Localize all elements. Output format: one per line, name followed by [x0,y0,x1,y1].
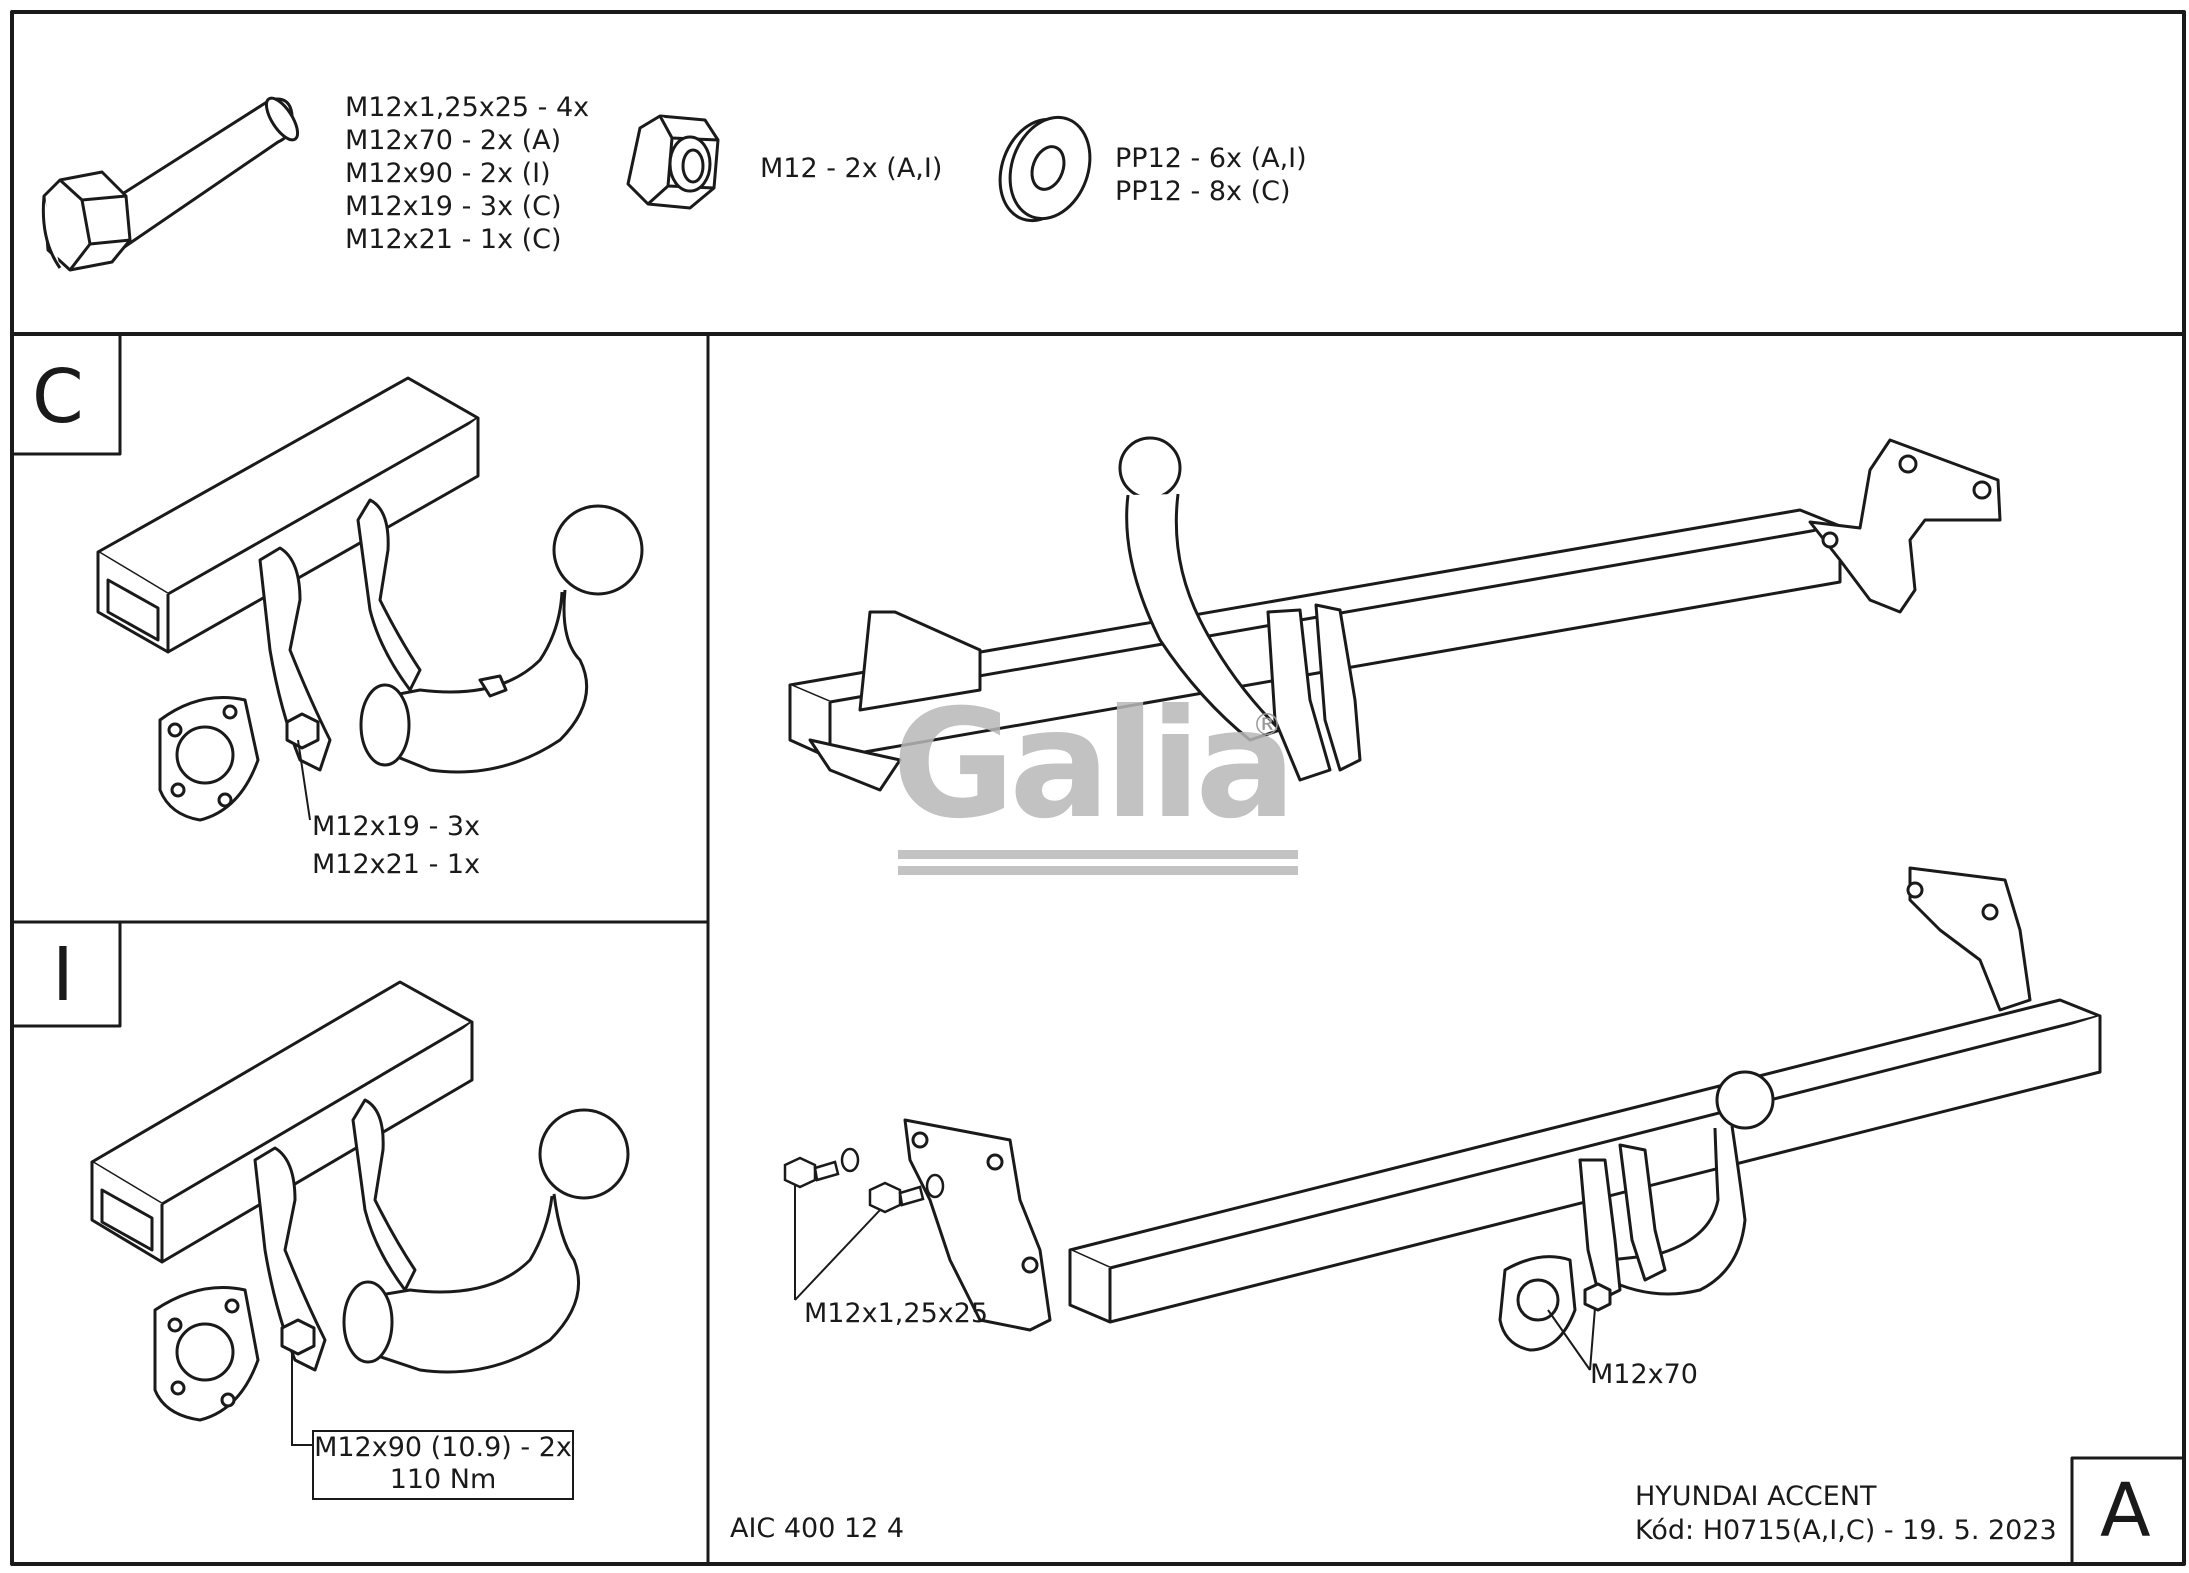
bolt-spec-1: M12x1,25x25 - 4x [345,92,590,123]
panel-a-loose-fasteners [783,1147,945,1214]
panel-c-callout-1: M12x19 - 3x [312,811,481,842]
washer-spec-list: PP12 - 6x (A,I) PP12 - 8x (C) [1115,142,1307,208]
panel-i-leader [291,1350,312,1446]
panel-c-callout: M12x19 - 3x M12x21 - 1x [312,808,480,884]
footer-vehicle: HYUNDAI ACCENT [1635,1481,1877,1512]
panel-c-drawing [96,376,644,822]
washer-icon [998,115,1092,223]
watermark-brand: Galia [892,678,1296,852]
bolt-spec-3: M12x90 - 2x (I) [345,158,551,189]
bolt-spec-4: M12x19 - 3x (C) [345,191,562,222]
watermark-underline-2 [898,866,1298,875]
watermark-registered: ® [1252,708,1282,743]
panel-a-leaders [794,1185,1596,1371]
panel-i-callout: M12x90 (10.9) - 2x 110 Nm [312,1430,574,1500]
washer-spec-2: PP12 - 8x (C) [1115,176,1291,207]
panel-i-callout-2: 110 Nm [389,1464,497,1495]
nut-icon [626,114,720,210]
panel-i-letter: I [52,932,74,1018]
panel-c-leader [297,739,311,821]
nut-spec: M12 - 2x (A,I) [760,153,943,184]
panel-a-callout-bolts: M12x1,25x25 [804,1298,989,1329]
panel-c-letter: C [32,354,84,440]
footer-kod: Kód: H0715(A,I,C) - 19. 5. 2023 [1635,1515,2057,1546]
footer-code: AIC 400 12 4 [730,1513,905,1544]
panel-i-letter-box [10,920,122,1028]
bolt-spec-5: M12x21 - 1x (C) [345,224,562,255]
panel-c-letter-box [10,332,122,456]
sheet-frame [10,10,2186,1566]
bolt-icon [41,96,300,272]
panel-a-callout-m70: M12x70 [1590,1359,1698,1390]
watermark-underline-1 [898,850,1298,859]
bolt-spec-2: M12x70 - 2x (A) [345,125,562,156]
bolt-spec-list: M12x1,25x25 - 4x M12x70 - 2x (A) M12x90 … [345,91,589,256]
panel-c-callout-2: M12x21 - 1x [312,849,481,880]
panel-i-drawing [90,980,630,1422]
panel-i-callout-1: M12x90 (10.9) - 2x [314,1432,572,1463]
panel-a-bottom-drawing [903,866,2102,1352]
panel-a-letter: A [2100,1468,2151,1554]
panel-a-top-drawing [788,436,2002,792]
panel-a-letter-box [2070,1456,2186,1566]
washer-spec-1: PP12 - 6x (A,I) [1115,143,1307,174]
